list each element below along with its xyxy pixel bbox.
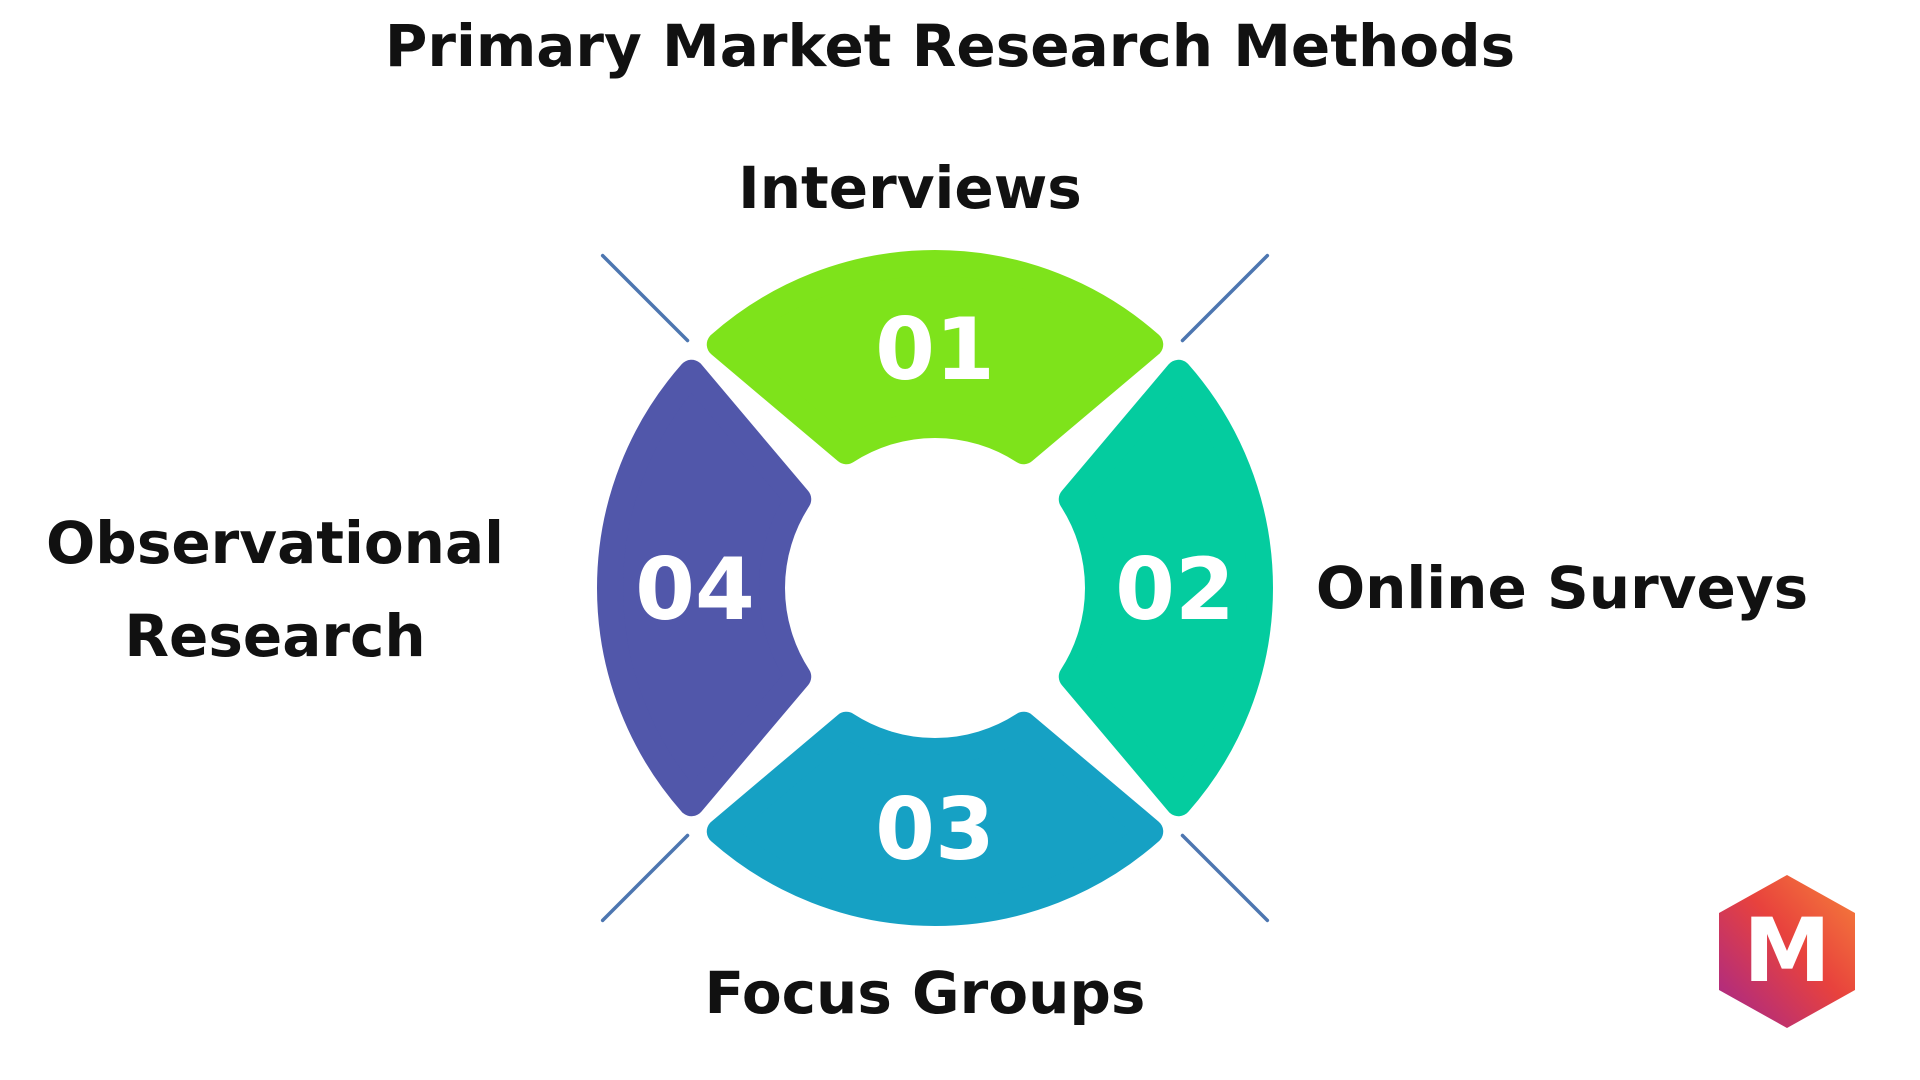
segment-04 — [597, 359, 812, 817]
method-label-line: Focus Groups — [705, 959, 1146, 1027]
segment-03 — [706, 711, 1164, 926]
logo-hexagon — [1719, 875, 1855, 1028]
connector-lines — [600, 253, 1270, 923]
segment-01 — [706, 250, 1164, 465]
spoke-line-bottom-right — [1180, 833, 1270, 923]
segment-number-01: 01 — [875, 300, 995, 400]
method-label-focus-groups: Focus Groups — [705, 959, 1146, 1027]
method-label-interviews: Interviews — [738, 154, 1082, 222]
segment-number-04: 04 — [635, 540, 755, 640]
method-label-line: Observational — [46, 509, 504, 577]
method-label-online-surveys: Online Surveys — [1316, 554, 1808, 622]
segment-number-03: 03 — [875, 780, 995, 880]
segment-number-02: 02 — [1115, 540, 1235, 640]
page-title: Primary Market Research Methods — [385, 12, 1515, 80]
logo-letter: M — [1743, 899, 1831, 1002]
brand-logo: M — [1719, 875, 1855, 1028]
method-label-line: Interviews — [738, 154, 1082, 222]
spoke-line-top-left — [600, 253, 690, 343]
method-label-line: Research — [124, 602, 425, 670]
segment-02 — [1058, 359, 1274, 817]
method-ring: 01 02 03 04 — [597, 250, 1274, 926]
spoke-line-bottom-left — [600, 833, 690, 923]
method-label-line: Online Surveys — [1316, 554, 1808, 622]
spoke-line-top-right — [1180, 253, 1270, 343]
